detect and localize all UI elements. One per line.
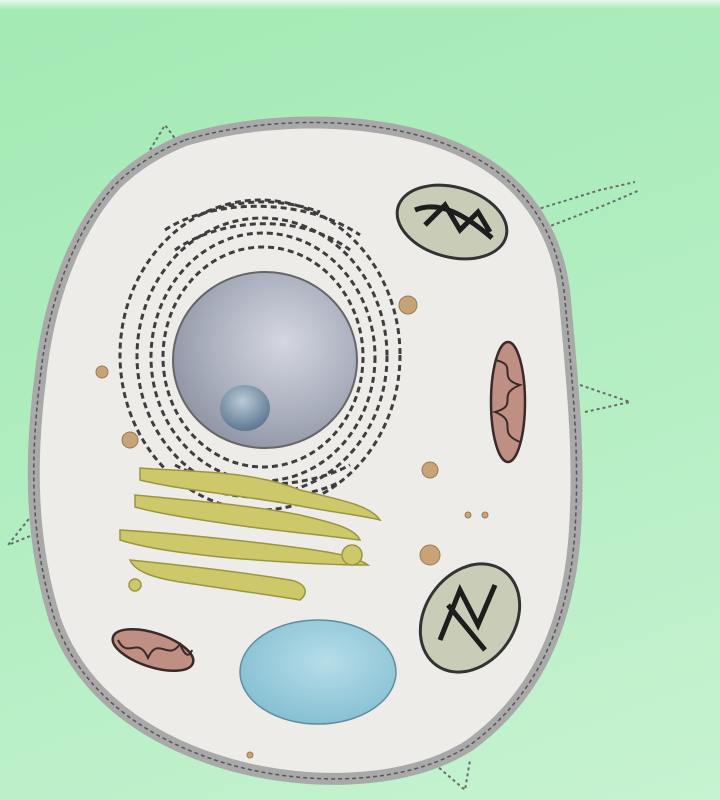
- vacuole: [240, 620, 396, 724]
- granule: [96, 366, 108, 378]
- golgi-vesicle-2: [129, 579, 141, 591]
- membrane-spike-right: [580, 385, 630, 412]
- granule: [422, 462, 438, 478]
- granule: [247, 752, 253, 758]
- granule: [482, 512, 488, 518]
- granule: [420, 545, 440, 565]
- nucleolus: [220, 385, 270, 431]
- golgi-vesicle-1: [342, 545, 362, 565]
- granule: [465, 512, 471, 518]
- mitochondrion-right: [491, 342, 525, 462]
- granule: [122, 432, 138, 448]
- membrane-spike-right-upper: [535, 182, 640, 230]
- granule: [399, 296, 417, 314]
